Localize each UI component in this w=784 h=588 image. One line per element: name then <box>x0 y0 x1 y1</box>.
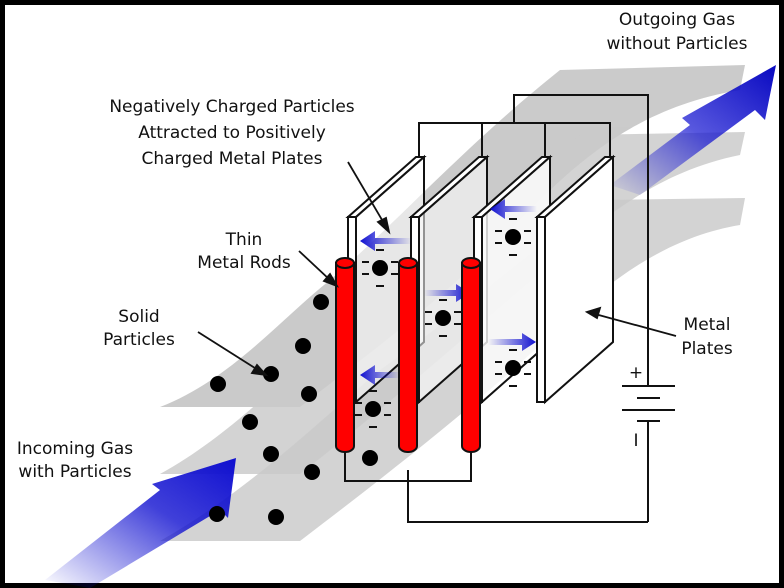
metal-plate-4 <box>534 154 616 405</box>
solid-particles <box>209 294 378 525</box>
svg-text:without Particles: without Particles <box>607 34 748 54</box>
thin-rods-label: Thin Metal Rods <box>197 230 291 273</box>
attraction-arrow-left-2 <box>490 199 537 219</box>
charged-particle <box>495 349 531 387</box>
attraction-arrow-right-1 <box>424 284 470 302</box>
svg-text:Incoming Gas: Incoming Gas <box>17 439 133 459</box>
svg-text:Negatively Charged Particles: Negatively Charged Particles <box>109 97 354 117</box>
svg-text:Outgoing Gas: Outgoing Gas <box>619 10 735 30</box>
svg-text:with Particles: with Particles <box>18 462 131 482</box>
negative-particles-label: Negatively Charged Particles Attracted t… <box>109 97 354 169</box>
svg-text:Solid: Solid <box>118 307 159 327</box>
charged-particle <box>495 218 531 256</box>
battery-icon <box>622 385 675 422</box>
solid-particle <box>209 506 225 522</box>
solid-particle <box>362 450 378 466</box>
solid-particle <box>301 386 317 402</box>
metal-rod-2 <box>398 257 418 453</box>
solid-particle <box>268 509 284 525</box>
battery-minus-label: I <box>633 431 638 451</box>
charged-particle <box>355 390 391 428</box>
metal-rod-3 <box>461 257 481 453</box>
incoming-gas-label: Incoming Gas with Particles <box>17 439 133 482</box>
solid-particle <box>295 338 311 354</box>
attraction-arrows <box>360 199 537 385</box>
outgoing-gas-arrow <box>610 65 776 195</box>
svg-text:Charged Metal Plates: Charged Metal Plates <box>142 149 323 169</box>
svg-text:Plates: Plates <box>681 339 733 359</box>
metal-rods <box>335 257 481 453</box>
solid-particle <box>210 376 226 392</box>
solid-particle <box>313 294 329 310</box>
svg-text:Metal: Metal <box>684 315 731 335</box>
svg-text:Attracted to Positively: Attracted to Positively <box>138 123 326 143</box>
plate-wiring <box>344 94 649 523</box>
attraction-arrow-right-2 <box>488 333 536 351</box>
attraction-arrow-left-1 <box>360 231 412 251</box>
solid-particles-label: Solid Particles <box>103 307 175 350</box>
pointer-arrows <box>197 161 677 377</box>
attraction-arrow-left-3 <box>360 365 400 385</box>
charged-particle <box>425 299 461 337</box>
solid-particle <box>263 446 279 462</box>
svg-text:Particles: Particles <box>103 330 175 350</box>
solid-particle <box>263 366 279 382</box>
charged-particle <box>362 249 398 287</box>
battery-plus-label: + <box>629 363 643 383</box>
solid-particle <box>304 464 320 480</box>
charged-particles <box>355 218 531 428</box>
metal-rod-1 <box>335 257 355 453</box>
solid-particle <box>242 414 258 430</box>
metal-plates-label: Metal Plates <box>681 315 733 359</box>
incoming-gas-arrow <box>45 458 236 588</box>
svg-text:Thin: Thin <box>225 230 263 250</box>
svg-text:Metal Rods: Metal Rods <box>197 253 291 273</box>
outgoing-gas-label: Outgoing Gas without Particles <box>607 10 748 54</box>
